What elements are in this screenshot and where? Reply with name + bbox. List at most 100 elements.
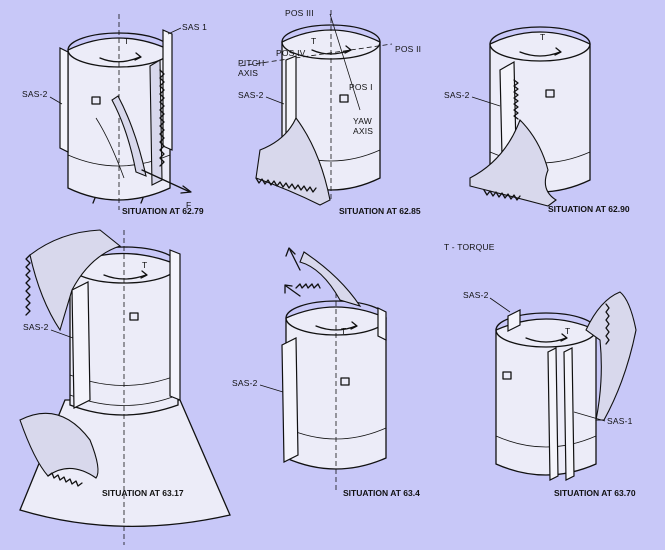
panel-1-sas1-label: SAS 1	[182, 22, 207, 32]
panel-6-torque-arc	[525, 337, 567, 343]
panel-2-sas2-label: SAS-2	[238, 90, 264, 100]
panel-6-sas1-label: SAS-1	[607, 416, 633, 426]
panel-3-sas2-serrated-edge	[513, 79, 519, 120]
panel-1-sas1-leader	[167, 27, 182, 35]
panel-2-pos1-label: POS I	[349, 82, 373, 92]
panel-4-torque-arrowhead	[140, 270, 148, 279]
panel-5-shield-torn-edge	[295, 283, 321, 289]
panel-2-situation-62-85: T POS III POS II POS IV POS I PITCH AXIS…	[238, 8, 421, 216]
panel-4-caption: SITUATION AT 63.17	[102, 488, 184, 498]
panel-3-torque-label: T	[540, 32, 545, 42]
panel-2-pos2-label: POS II	[395, 44, 421, 54]
panel-6-torn-shield	[585, 291, 637, 421]
panel-1-force-label: F	[186, 200, 191, 210]
panel-3-torn-shield	[469, 119, 557, 207]
panel-1-torque-arrowhead	[134, 52, 142, 61]
panel-1-caption: SITUATION AT 62.79	[122, 206, 204, 216]
panel-6-torque-arrowhead	[560, 333, 568, 342]
panel-4-sas2-leader	[50, 329, 74, 339]
panel-4-window	[129, 312, 139, 321]
panel-5-motion-arrow-1	[289, 249, 301, 271]
panel-2-yaw-label-1: YAW	[353, 116, 372, 126]
panel-2-torque-arc	[311, 49, 351, 55]
panel-3-torque-arrowhead	[554, 47, 562, 56]
panel-4-sas2-label: SAS-2	[23, 322, 49, 332]
panel-2-pitch-label-2: AXIS	[238, 68, 258, 78]
panel-3-sas2-label: SAS-2	[444, 90, 470, 100]
panel-6-sas1-wing-b	[563, 347, 575, 481]
panel-6-band	[495, 435, 597, 448]
panel-1-sas1-serrated-edge	[159, 69, 165, 167]
panel-6-sas2-label: SAS-2	[463, 290, 489, 300]
panel-5-torque-arc	[315, 325, 357, 331]
panel-5-torque-arrowhead	[350, 321, 358, 330]
panel-4-torn-shield-top	[29, 229, 122, 332]
panel-2-pos4-label: POS IV	[276, 48, 306, 58]
panel-3-sas2-leader	[471, 96, 501, 107]
panel-1-torque-label: T	[124, 36, 129, 46]
panel-3-window	[545, 89, 555, 98]
panel-3-caption: SITUATION AT 62.90	[548, 204, 630, 214]
panel-2-caption: SITUATION AT 62.85	[339, 206, 421, 216]
panel-5-cylinder	[285, 306, 387, 470]
panel-6-torque-label: T	[565, 326, 570, 336]
panel-2-pos3-label: POS III	[285, 8, 314, 18]
panel-4-torque-arc	[103, 274, 147, 280]
panel-6-situation-63-70: T SAS-2 SAS-1 SITUATION AT 63.70	[463, 290, 637, 498]
panel-4-torn-shield-bottom	[19, 412, 99, 479]
panel-5-sas2-leader	[259, 384, 284, 393]
panel-1-shield-strip	[111, 95, 147, 177]
panel-2-window	[339, 94, 349, 103]
panel-4-torn-edge-top	[25, 254, 31, 316]
panel-5-situation-63-4: T SAS-2 SITUATION AT 63.4	[232, 247, 420, 498]
panel-4-torque-label: T	[142, 260, 147, 270]
panel-5-window	[340, 377, 350, 386]
panel-3-cylinder-top	[489, 26, 591, 62]
panel-2-torn-shield	[255, 116, 331, 206]
panel-1-sas1-deploying	[149, 59, 163, 186]
panel-1-situation-62-79: T F SAS 1 SAS-2 SITUATION AT 62.79	[22, 14, 207, 216]
panel-6-sas2-stub	[507, 309, 521, 332]
panel-6-sas2-leader	[489, 297, 511, 313]
panel-6-torn-edge	[605, 303, 610, 345]
panel-5-torque-label: T	[341, 326, 346, 336]
panel-2-yaw-label-2: AXIS	[353, 126, 373, 136]
panel-1-shield-fold	[95, 117, 125, 179]
panel-2-torque-label: T	[311, 36, 316, 46]
panel-1-sas2-leader	[49, 96, 63, 105]
panel-5-sas1-stub	[377, 307, 387, 341]
panel-6-window	[502, 371, 512, 380]
panel-5-sas2-wing	[281, 337, 299, 463]
panel-6-caption: SITUATION AT 63.70	[554, 488, 636, 498]
panel-1-torque-arc	[99, 56, 141, 63]
panel-6-sas1-leader	[573, 411, 606, 422]
panel-5-caption: SITUATION AT 63.4	[343, 488, 420, 498]
panel-6-sas1-wing-a	[547, 347, 559, 481]
panel-4-sas2-wing	[71, 281, 91, 409]
panel-3-torn-edge	[483, 189, 521, 201]
panel-3-torque-arc	[519, 51, 561, 57]
panel-1-force-arrow	[141, 169, 191, 193]
legend-torque: T - TORQUE	[444, 242, 495, 252]
panel-5-motion-arrowhead-1	[285, 247, 296, 257]
panel-5-shield-fragment	[299, 251, 362, 307]
panel-2-pitch-label-1: PITCH	[238, 58, 265, 68]
panel-4-sas1-wing	[169, 249, 181, 401]
panel-2-sas2-leader	[265, 96, 285, 105]
panel-2-pitch-axis-line	[239, 43, 393, 67]
panel-4-torn-edge-bottom	[47, 472, 83, 487]
panel-2-yaw-axis-line	[329, 13, 361, 111]
panel-5-motion-arrow-2	[285, 285, 301, 297]
panel-2-torn-edge	[255, 177, 317, 193]
panel-2-torque-arrowhead	[344, 45, 352, 54]
panel-5-motion-arrowhead-2	[284, 284, 293, 294]
panel-1-bottom-fittings	[92, 197, 144, 204]
panel-4-situation-63-17: T SAS-2 SITUATION AT 63.17	[19, 229, 231, 545]
panel-1-sas2-label: SAS-2	[22, 89, 48, 99]
panel-1-sas2-wing	[59, 47, 69, 153]
panel-1-force-arrowhead	[180, 185, 192, 194]
panel-1-window	[91, 96, 101, 105]
panel-3-situation-62-90: T SAS-2 SITUATION AT 62.90	[444, 26, 630, 214]
